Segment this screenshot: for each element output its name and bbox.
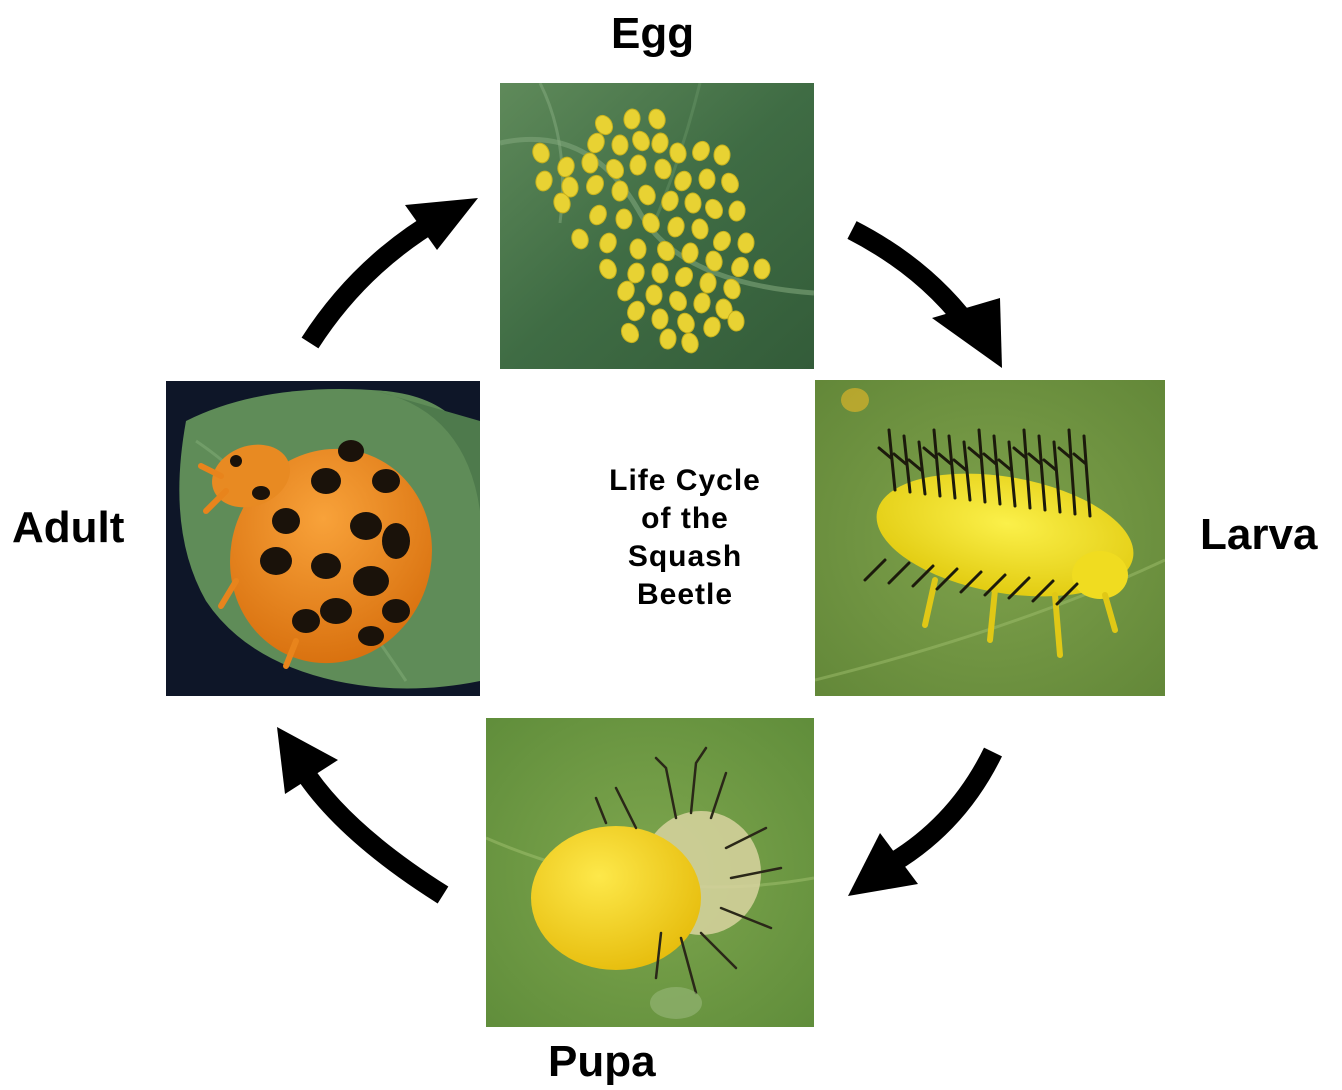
arrow-egg-to-larva — [852, 230, 1002, 368]
title-line-2: of the — [540, 500, 830, 538]
egg-mark — [612, 135, 629, 156]
title-line-3: Squash — [540, 538, 830, 576]
egg-mark — [645, 285, 662, 306]
larva-photo — [815, 380, 1165, 696]
stage-label-larva: Larva — [1200, 513, 1317, 557]
stage-label-adult: Adult — [12, 506, 124, 550]
egg-mark — [754, 259, 770, 279]
pupa-photo — [486, 718, 814, 1027]
arrow-larva-to-pupa — [848, 752, 993, 896]
stage-label-egg: Egg — [611, 12, 694, 56]
arrow-adult-to-egg — [310, 198, 478, 343]
title-line-1: Life Cycle — [540, 462, 830, 500]
diagram-title: Life Cycle of the Squash Beetle — [540, 462, 830, 614]
adult-photo — [166, 381, 480, 696]
arrow-pupa-to-adult — [277, 727, 443, 895]
title-line-4: Beetle — [540, 576, 830, 614]
egg-mark — [652, 309, 669, 330]
egg-mark — [616, 209, 632, 229]
egg-photo — [500, 83, 814, 369]
stage-label-pupa: Pupa — [548, 1040, 656, 1084]
egg-mark — [713, 145, 730, 166]
egg-mark — [699, 169, 715, 189]
